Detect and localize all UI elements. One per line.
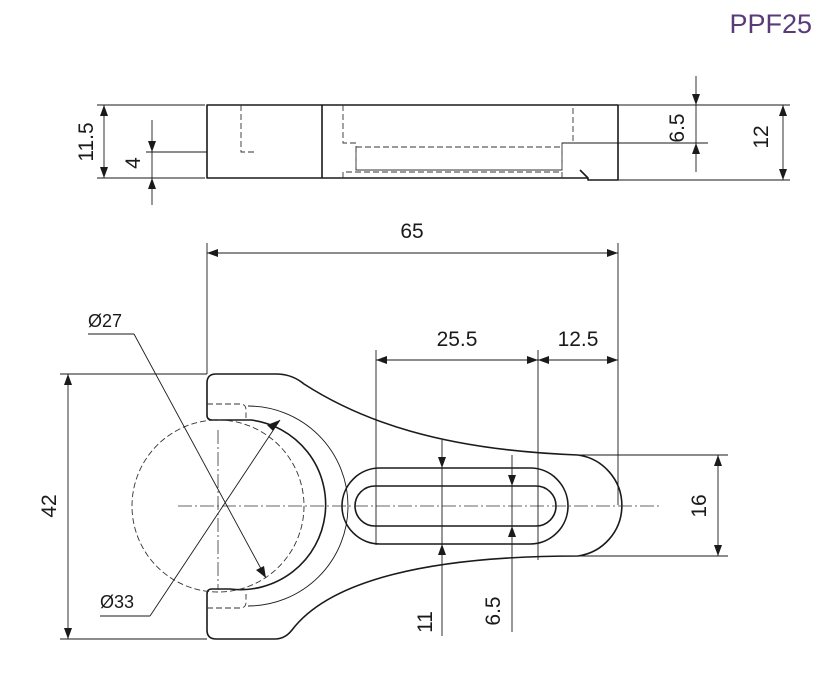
side-view-outline <box>206 104 619 181</box>
dim-label: 11.5 <box>75 122 98 161</box>
clamp-outline <box>206 373 623 640</box>
dim-label: 11 <box>414 611 437 633</box>
dim-side-inner-6-5: 6.5 <box>562 76 708 172</box>
dim-label: 6.5 <box>666 113 689 142</box>
dim-overall-length-65: 65 <box>206 220 619 505</box>
dim-ring-outer-dia: Ø33 <box>100 419 281 617</box>
dim-label: 25.5 <box>437 328 478 351</box>
dim-label: Ø27 <box>88 311 122 331</box>
dim-side-total-12: 12 <box>618 104 790 181</box>
dim-label: 4 <box>122 157 145 169</box>
side-hidden-slot <box>355 146 563 171</box>
dim-slot-length-25-5: 25.5 <box>375 328 539 560</box>
part-number-label: PPF25 <box>729 9 812 39</box>
dim-slot-offset-12-5: 12.5 <box>538 328 618 364</box>
top-view: 65 25.5 12.5 42 <box>38 220 728 640</box>
dim-label: 65 <box>400 220 423 243</box>
dim-slot-outer-width-11: 11 <box>414 440 446 636</box>
dim-side-step-4: 4 <box>122 120 207 205</box>
side-view: 11.5 4 6.5 12 <box>75 76 790 205</box>
dim-slot-inner-width-6-5: 6.5 <box>482 455 516 632</box>
side-hidden-pocket <box>342 105 574 171</box>
ring-hidden-top <box>207 403 247 418</box>
dim-side-height-11-5: 11.5 <box>75 104 205 179</box>
dim-overall-height-42: 42 <box>38 373 207 640</box>
side-view-chamfer <box>579 169 589 179</box>
dim-label: 6.5 <box>482 596 505 625</box>
ring-hidden-bottom <box>207 594 247 609</box>
dim-tab-height-16: 16 <box>578 454 728 557</box>
dim-label: 16 <box>688 494 711 517</box>
dim-label: 12 <box>750 125 773 148</box>
dim-ring-inner-dia: Ø27 <box>88 311 267 579</box>
bore-hidden-circle <box>131 419 305 593</box>
dim-label: 42 <box>38 494 61 517</box>
side-hidden-step <box>240 105 255 153</box>
dim-label: Ø33 <box>100 592 134 612</box>
dim-label: 12.5 <box>558 328 599 351</box>
ring-inner-edge <box>247 405 349 607</box>
side-hidden-groove <box>342 171 563 178</box>
